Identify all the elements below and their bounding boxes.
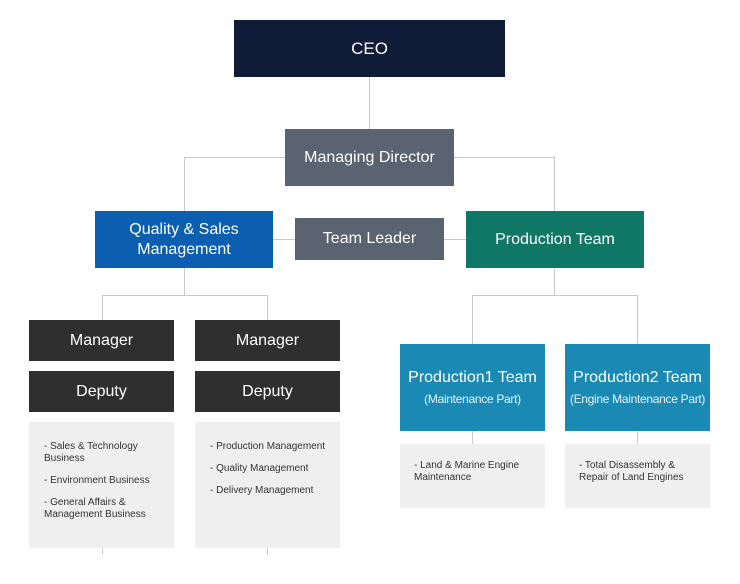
connector-p2-panel — [637, 431, 638, 444]
connector-pt-down — [554, 268, 555, 295]
left-manager-label: Manager — [69, 331, 134, 349]
duty-item: - Sales & Technology Business — [44, 441, 138, 464]
connector-mid-tail — [267, 548, 268, 554]
quality-sales-label-line1: Quality & Sales — [129, 220, 239, 238]
connector-left-dept — [102, 295, 103, 320]
mid-manager-box: Manager — [195, 320, 340, 361]
managing-director-label: Managing Director — [304, 148, 435, 166]
duty-item: - Delivery Management — [210, 485, 314, 496]
mid-deputy-box: Deputy — [195, 371, 340, 412]
duty-item: - Land & Marine Engine Maintenance — [414, 460, 520, 483]
duty-item: - Environment Business — [44, 475, 150, 486]
production-team-box: Production Team — [466, 211, 644, 268]
connector-left-horizontal — [102, 295, 268, 296]
ceo-box: CEO — [234, 20, 505, 77]
quality-sales-box: Quality & Sales Management — [95, 211, 273, 268]
production2-duty-panel: - Total Disassembly & Repair of Land Eng… — [565, 444, 710, 508]
mid-deputy-label: Deputy — [242, 382, 293, 400]
production1-sub: (Maintenance Part) — [424, 392, 521, 406]
duty-item: - General Affairs & Management Business — [44, 497, 146, 520]
left-deputy-box: Deputy — [29, 371, 174, 412]
connector-to-production-team — [554, 157, 555, 211]
connector-production2 — [637, 295, 638, 344]
managing-director-box: Managing Director — [285, 129, 454, 186]
left-manager-box: Manager — [29, 320, 174, 361]
production1-name: Production1 Team — [408, 369, 537, 386]
connector-to-qsm — [184, 157, 185, 211]
left-deputy-label: Deputy — [76, 382, 127, 400]
connector-ceo-md — [369, 77, 370, 129]
duty-item: - Total Disassembly & Repair of Land Eng… — [579, 460, 684, 483]
quality-sales-label-line2: Management — [137, 240, 231, 258]
production2-sub: (Engine Maintenance Part) — [569, 392, 706, 406]
left-duty-panel: - Sales & Technology Business - Environm… — [29, 422, 174, 548]
production2-name: Production2 Team — [573, 369, 702, 386]
duty-item: - Quality Management — [210, 463, 309, 474]
connector-production1 — [472, 295, 473, 344]
connector-right-horizontal — [472, 295, 638, 296]
production-team-label: Production Team — [495, 230, 615, 248]
ceo-label: CEO — [351, 38, 388, 58]
connector-mid-dept — [267, 295, 268, 320]
mid-duty-panel: - Production Management - Quality Manage… — [195, 422, 340, 548]
connector-qsm-down — [184, 268, 185, 295]
team-leader-box: Team Leader — [295, 218, 444, 260]
duty-item: - Production Management — [210, 441, 326, 452]
connector-p1-panel — [472, 431, 473, 444]
production1-duty-panel: - Land & Marine Engine Maintenance — [400, 444, 545, 508]
mid-manager-label: Manager — [235, 331, 300, 349]
team-leader-label: Team Leader — [322, 230, 417, 247]
connector-left-tail — [102, 548, 103, 554]
production2-box: Production2 Team (Engine Maintenance Par… — [565, 344, 710, 431]
production1-box: Production1 Team (Maintenance Part) — [400, 344, 545, 431]
